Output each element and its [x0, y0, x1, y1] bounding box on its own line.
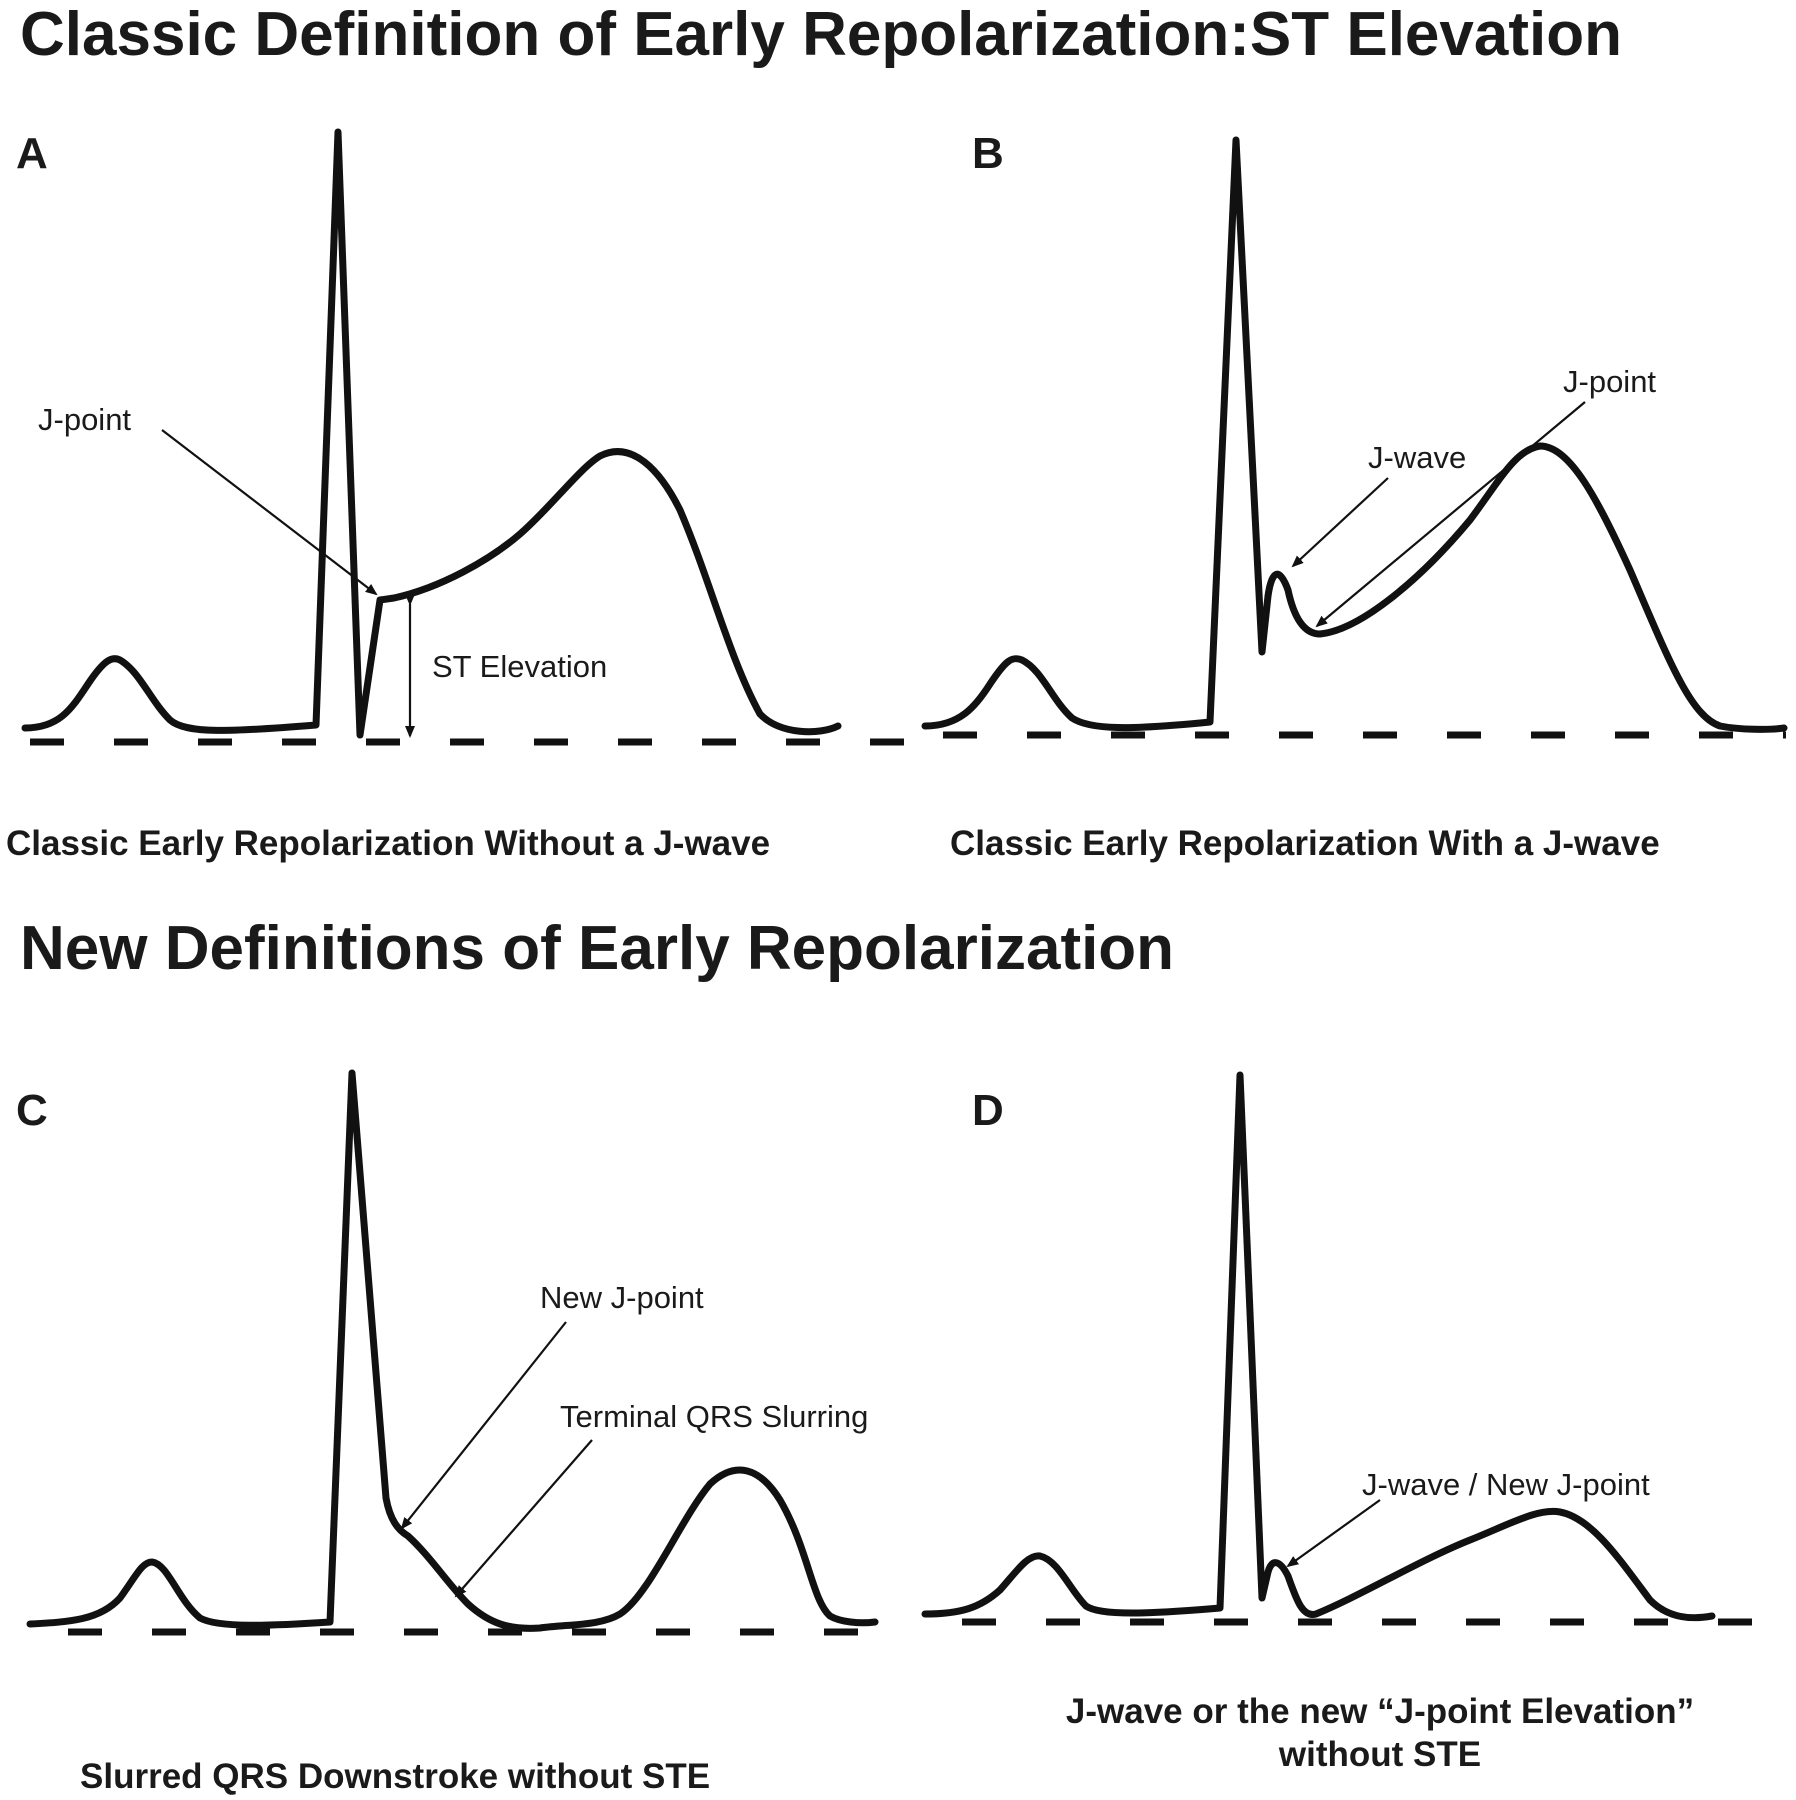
- panel-b-caption: Classic Early Repolarization With a J-wa…: [950, 824, 1660, 863]
- panel-c-new-j-point-label: New J-point: [540, 1280, 704, 1315]
- heading-new-definitions: New Definitions of Early Repolarization: [20, 914, 1175, 983]
- panel-b-j-wave-label: J-wave: [1368, 440, 1466, 475]
- heading-classic-definition: Classic Definition of Early Repolarizati…: [20, 0, 1622, 69]
- panel-c-caption: Slurred QRS Downstroke without STE: [80, 1757, 710, 1796]
- panel-a-ecg-trace: [21, 128, 842, 739]
- panel-c-new-j-point-arrow: [400, 1321, 567, 1530]
- panel-b-j-point-label: J-point: [1563, 364, 1656, 399]
- panel-b-j-wave-arrow: [1291, 477, 1389, 568]
- panel-a-j-point-arrow: [161, 429, 378, 596]
- panel-b-j-point-arrow: [1315, 401, 1586, 628]
- panel-c-terminal-qrs-slurring-arrow: [454, 1439, 593, 1598]
- panel-c: C New J-point Terminal QRS Slurring Slur…: [16, 1069, 880, 1796]
- panel-d-j-wave-new-j-point-label: J-wave / New J-point: [1362, 1467, 1650, 1502]
- panel-b: B J-point J-wave Classic Early Repolariz…: [921, 129, 1788, 863]
- panel-b-ecg-trace: [921, 136, 1788, 733]
- panel-d-caption-line2: without STE: [1278, 1735, 1481, 1774]
- panel-d-j-wave-new-j-point-arrow: [1286, 1499, 1381, 1568]
- panel-a: A J-point ST Elevation Classic Early Rep…: [6, 128, 910, 863]
- panel-c-terminal-qrs-slurring-label: Terminal QRS Slurring: [560, 1399, 868, 1434]
- panel-a-caption: Classic Early Repolarization Without a J…: [6, 824, 770, 863]
- panel-a-letter: A: [16, 129, 48, 178]
- panel-c-ecg-trace: [26, 1069, 879, 1632]
- panel-a-j-point-label: J-point: [38, 402, 131, 437]
- panel-c-letter: C: [16, 1086, 48, 1135]
- panel-d: D J-wave / New J-point J-wave or the new…: [921, 1071, 1786, 1774]
- panel-b-letter: B: [972, 129, 1004, 178]
- panel-d-caption-line1: J-wave or the new “J-point Elevation”: [1066, 1692, 1694, 1731]
- panel-d-ecg-trace: [921, 1071, 1716, 1622]
- panel-d-letter: D: [972, 1086, 1004, 1135]
- panel-a-st-elevation-label: ST Elevation: [432, 649, 607, 684]
